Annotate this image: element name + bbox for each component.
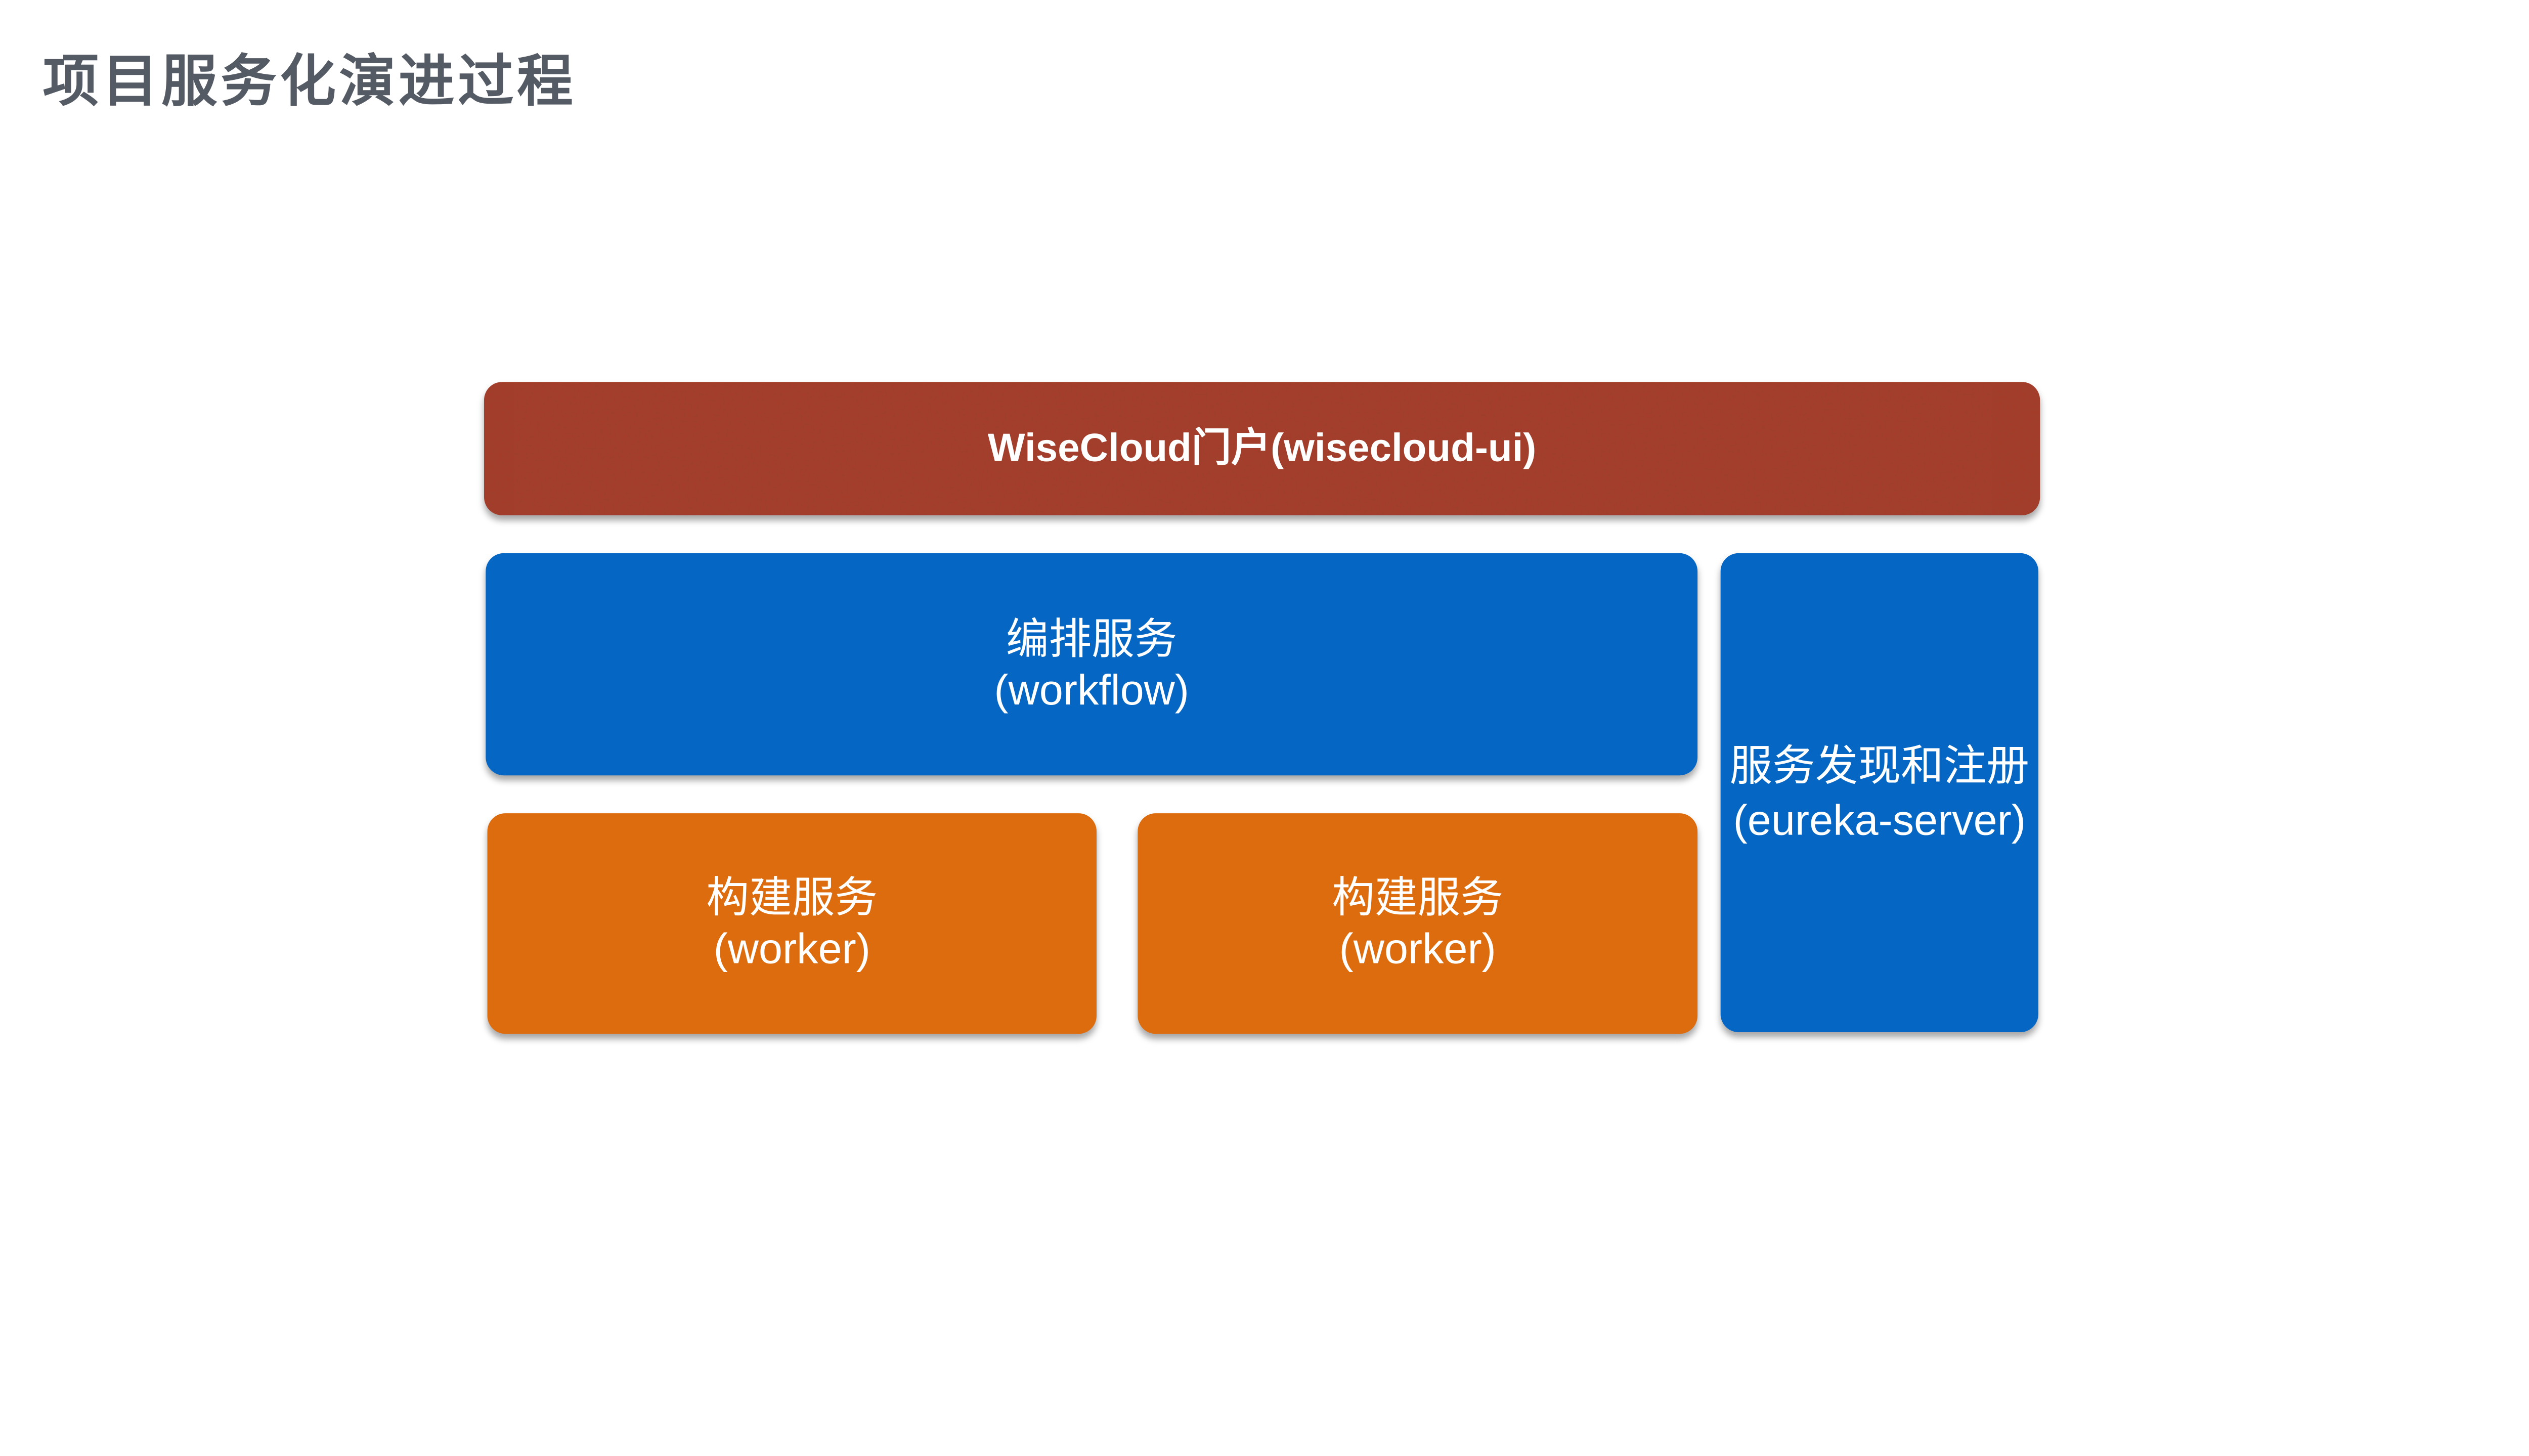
worker-left-label-zh: 构建服务 (706, 872, 878, 922)
node-wisecloud-portal: WiseCloud门户(wisecloud-ui) (484, 382, 2040, 515)
portal-label: WiseCloud门户(wisecloud-ui) (987, 426, 1537, 471)
eureka-label-en: (eureka-server) (1733, 794, 2026, 844)
worker-left-label-en: (worker) (713, 923, 870, 973)
node-workflow-service: 编排服务 (workflow) (486, 553, 1698, 776)
worker-right-label-en: (worker) (1339, 923, 1496, 973)
workflow-label-zh: 编排服务 (1006, 613, 1178, 663)
page-title: 项目服务化演进过程 (42, 51, 577, 114)
node-eureka-server: 服务发现和注册 (eureka-server) (1720, 553, 2038, 1033)
node-worker-service-left: 构建服务 (worker) (487, 813, 1097, 1034)
eureka-label-zh: 服务发现和注册 (1729, 740, 2030, 789)
node-worker-service-right: 构建服务 (worker) (1138, 813, 1698, 1034)
worker-right-label-zh: 构建服务 (1332, 872, 1504, 922)
slide-canvas: 项目服务化演进过程 WiseCloud门户(wisecloud-ui) 编排服务… (42, 51, 2040, 1034)
workflow-label-en: (workflow) (994, 664, 1189, 714)
